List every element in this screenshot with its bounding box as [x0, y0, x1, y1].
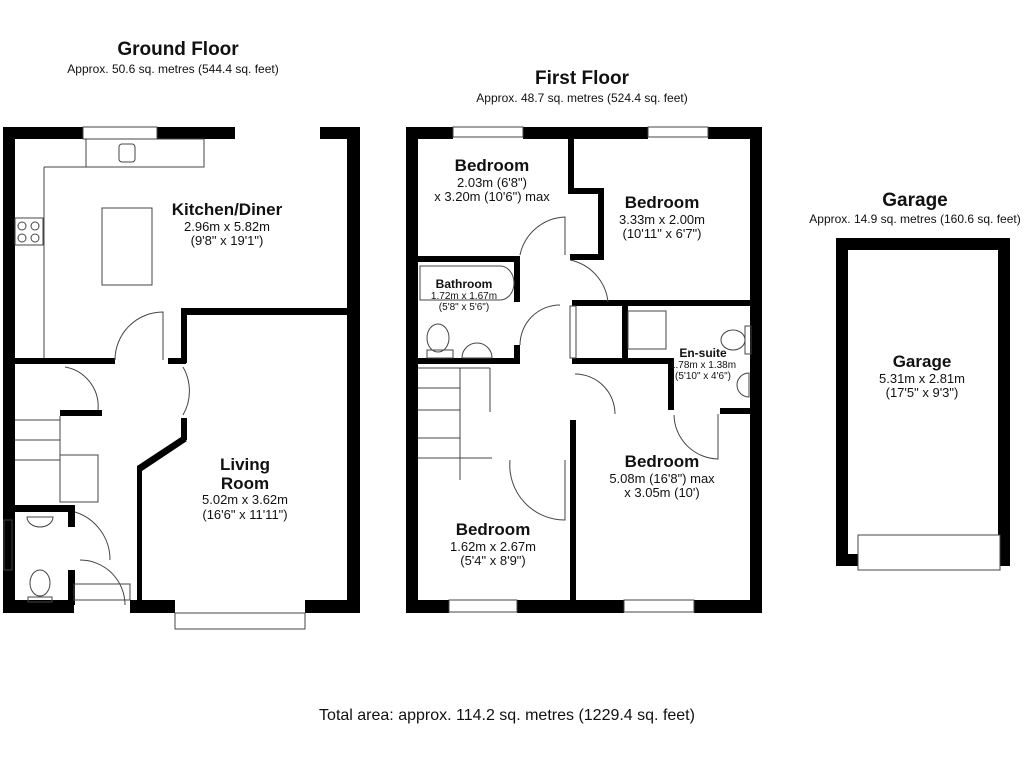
room-name: Bedroom: [624, 193, 700, 212]
room-dim-metric: 5.31m x 2.81m: [879, 370, 965, 386]
ground-floor-walls: [3, 127, 360, 613]
room-en-suite: En-suite 1.78m x 1.38m (5'10" x 4'6"): [669, 346, 737, 383]
room-dim-imperial: (17'5" x 9'3"): [885, 384, 959, 400]
room-name-line2: Room: [220, 473, 270, 493]
room-dim-imperial: x 3.05m (10'): [624, 484, 700, 500]
room-dim-metric: 2.96m x 5.82m: [184, 218, 270, 234]
room-bathroom: Bathroom 1.72m x 1.67m (5'8" x 5'6"): [430, 277, 498, 314]
room-dim-imperial: (10'11" x 6'7"): [622, 225, 702, 241]
garage-title: Garage: [882, 190, 948, 211]
room-name: Bedroom: [455, 520, 531, 539]
room-dim-metric: 5.02m x 3.62m: [202, 492, 288, 508]
room-dim-metric: 2.03m (6'8"): [457, 174, 527, 190]
room-dim-imperial: (5'4" x 8'9"): [460, 552, 526, 568]
room-dim-metric: 1.62m x 2.67m: [450, 538, 536, 554]
room-dim-metric: 1.78m x 1.38m: [669, 360, 737, 372]
room-name: Living: [219, 455, 271, 474]
ground-floor-title: Ground Floor: [117, 39, 239, 60]
room-dim-metric: 1.72m x 1.67m: [430, 291, 498, 303]
room-dim-imperial: (5'10" x 4'6"): [675, 371, 731, 383]
first-floor-title: First Floor: [535, 68, 629, 89]
room-name: Garage: [892, 352, 952, 371]
room-dim-metric: 3.33m x 2.00m: [619, 211, 705, 227]
room-living-room: Living Room 5.02m x 3.62m (16'6" x 11'11…: [202, 455, 288, 522]
garage-area: Approx. 14.9 sq. metres (160.6 sq. feet): [809, 212, 1021, 226]
ground-floor-area: Approx. 50.6 sq. metres (544.4 sq. feet): [67, 62, 279, 76]
first-floor-area: Approx. 48.7 sq. metres (524.4 sq. feet): [476, 91, 688, 105]
room-name: Bathroom: [435, 277, 493, 291]
room-dim-imperial: (9'8" x 19'1"): [190, 232, 264, 248]
room-bedroom-2: Bedroom 3.33m x 2.00m (10'11" x 6'7"): [619, 193, 705, 241]
total-area: Total area: approx. 114.2 sq. metres (12…: [319, 707, 695, 724]
room-dim-metric: 5.08m (16'8") max: [609, 470, 715, 486]
room-bedroom-1: Bedroom 2.03m (6'8") x 3.20m (10'6") max: [434, 156, 550, 204]
room-dim-imperial: x 3.20m (10'6") max: [434, 188, 550, 204]
room-name: Kitchen/Diner: [171, 200, 283, 219]
room-kitchen-diner: Kitchen/Diner 2.96m x 5.82m (9'8" x 19'1…: [171, 200, 283, 248]
room-bedroom-3: Bedroom 5.08m (16'8") max x 3.05m (10'): [609, 452, 715, 500]
first-floor-walls: [406, 127, 762, 613]
room-name: Bedroom: [454, 156, 530, 175]
room-name: En-suite: [679, 346, 727, 360]
room-bedroom-4: Bedroom 1.62m x 2.67m (5'4" x 8'9"): [450, 520, 536, 568]
garage-walls: [836, 238, 1010, 571]
room-dim-imperial: (16'6" x 11'11"): [202, 506, 288, 522]
room-name: Bedroom: [624, 452, 700, 471]
room-garage: Garage 5.31m x 2.81m (17'5" x 9'3"): [879, 352, 965, 400]
first-floor-fixtures: [418, 126, 752, 613]
room-dim-imperial: (5'8" x 5'6"): [438, 302, 490, 314]
ground-floor-fixtures: [3, 126, 306, 630]
